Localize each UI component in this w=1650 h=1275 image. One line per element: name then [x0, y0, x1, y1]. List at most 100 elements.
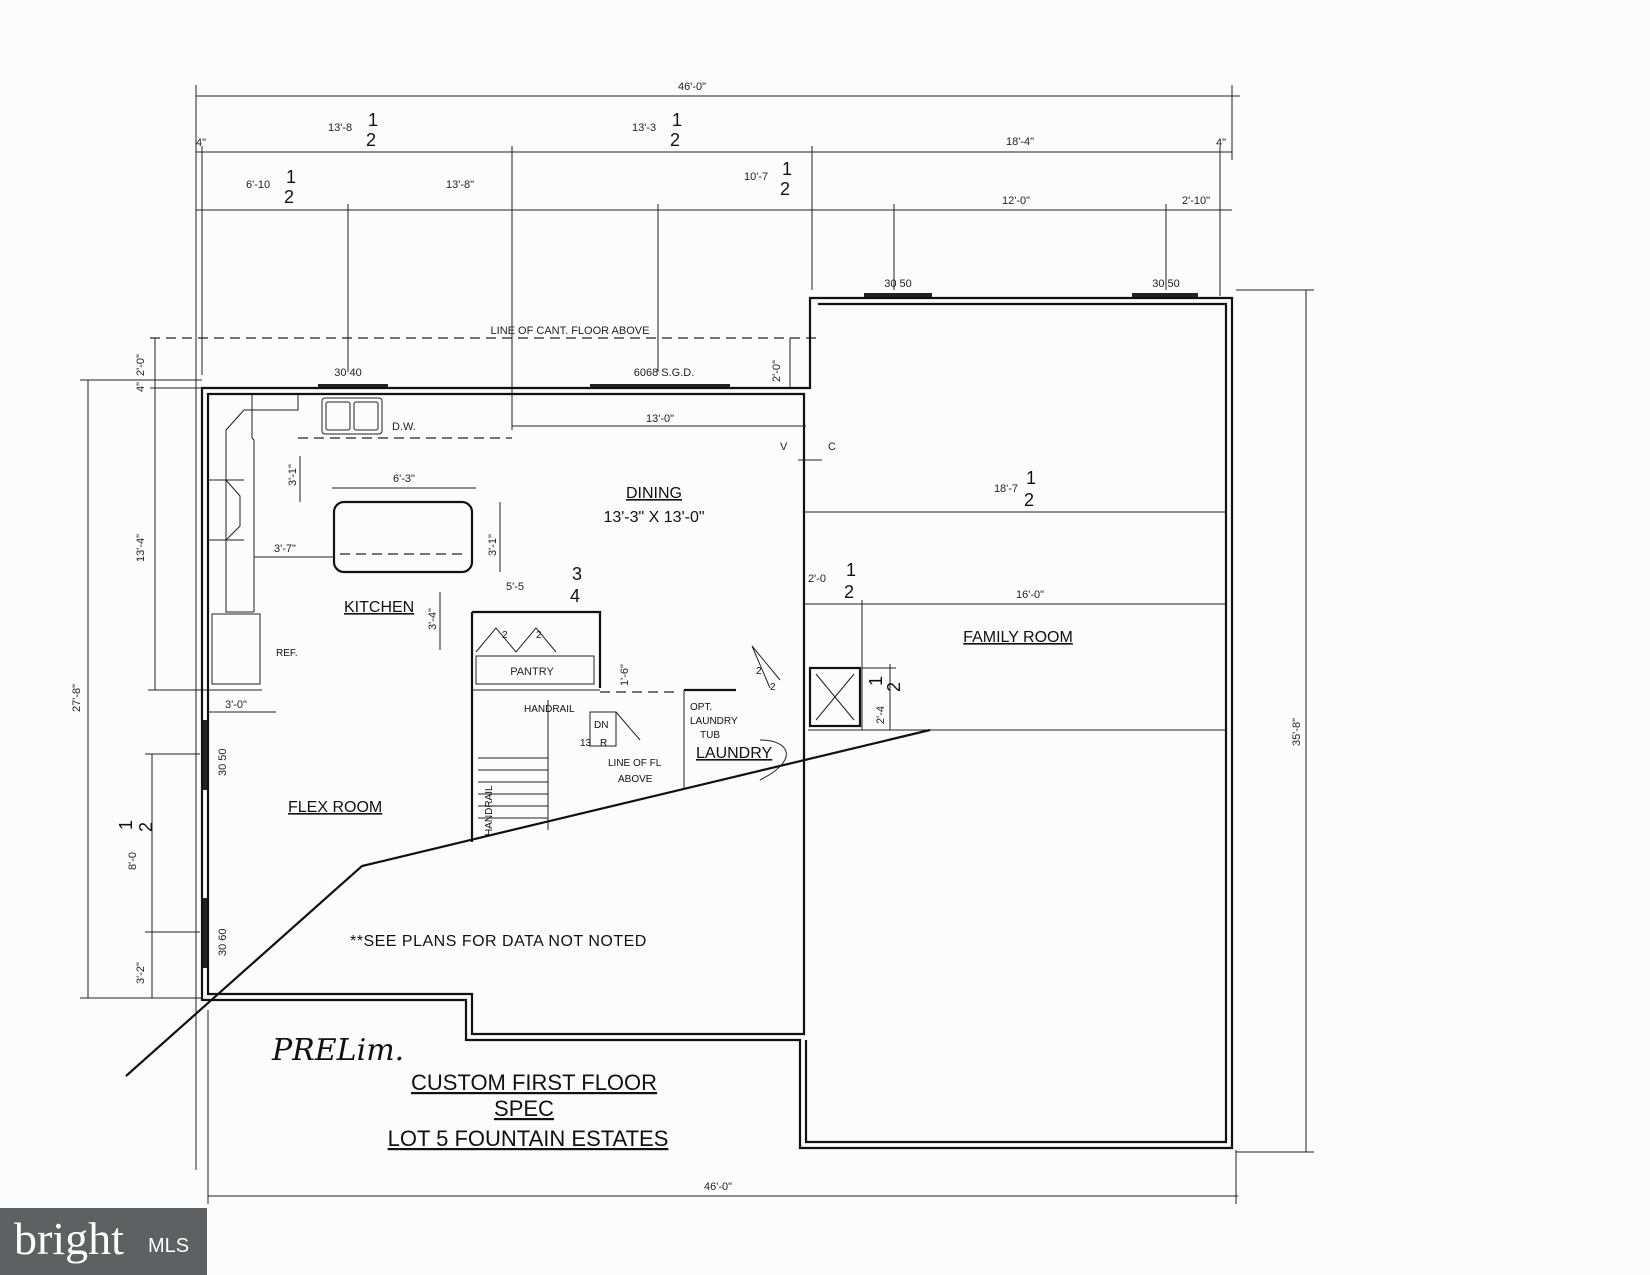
room-kitchen: KITCHEN — [344, 599, 414, 616]
frac-den: 2 — [670, 130, 680, 150]
door-size: 2 — [502, 630, 508, 641]
kitchen-cabinets — [208, 394, 806, 685]
laundry-tub-label: LAUNDRY — [690, 716, 738, 727]
window-label: 30 60 — [217, 928, 229, 956]
dim-2-0-side: 2'-0" — [135, 354, 147, 376]
frac-num: 1 — [286, 167, 296, 187]
dimension-lines-left — [80, 338, 262, 999]
dim-2-0-half: 2'-0 — [808, 573, 826, 585]
dim-4in-right: 4" — [1216, 137, 1226, 149]
exterior-walls — [200, 296, 1234, 1150]
window-label: 30 40 — [334, 367, 362, 379]
diagonal-section-line — [125, 728, 931, 1077]
kitchen-island — [254, 456, 501, 650]
dim-16-0: 16'-0" — [1016, 589, 1044, 601]
dim-overall-bottom: 46'-0" — [704, 1181, 732, 1193]
frac-den: 2 — [844, 582, 854, 602]
dim-12-0: 12'-0" — [1002, 195, 1030, 207]
dim-18-4: 18'-4" — [1006, 136, 1034, 148]
frac-num: 1 — [368, 110, 378, 130]
dim-6-3: 6'-3" — [393, 473, 415, 485]
dim-3-4: 3'-4" — [427, 608, 439, 630]
logo-suffix-text: MLS — [148, 1235, 190, 1257]
window-label: 30 50 — [1152, 278, 1180, 290]
frac-num: 3 — [572, 564, 582, 584]
room-family: FAMILY ROOM — [963, 629, 1073, 646]
frac-den: 2 — [780, 179, 790, 199]
ref-label: REF. — [276, 648, 298, 659]
title-line-1: CUSTOM FIRST FLOOR — [411, 1070, 657, 1095]
dim-4in-side: 4" — [135, 382, 147, 392]
dim-6-10-half: 6'-10 — [246, 179, 270, 191]
room-laundry: LAUNDRY — [696, 745, 773, 762]
dim-5-5-three-quarter: 5'-5 — [506, 581, 524, 593]
riser-label: R — [600, 738, 607, 749]
tub-label: TUB — [700, 730, 720, 741]
above-label: ABOVE — [618, 774, 653, 785]
dim-3-7: 3'-7" — [274, 543, 296, 555]
frac-num: 1 — [782, 159, 792, 179]
room-pantry: PANTRY — [510, 666, 554, 678]
dim-27-8: 27'-8" — [71, 684, 83, 712]
handrail-label: HANDRAIL — [484, 785, 495, 836]
dim-35-8: 35'-8" — [1291, 718, 1303, 746]
frac-num: 1 — [672, 110, 682, 130]
dimension-lines-top — [195, 85, 1240, 1170]
prelim-handwritten: PRELim. — [271, 1033, 404, 1068]
dim-18-7-half: 18'-7 — [994, 483, 1018, 495]
room-dining: DINING — [626, 485, 682, 502]
dim-13-8: 13'-8" — [446, 179, 474, 191]
frac-den: 2 — [366, 130, 376, 150]
frac-den: 2 — [284, 187, 294, 207]
door-size: 2 — [756, 666, 762, 677]
door-size: 2 — [770, 682, 776, 693]
dim-4in-left: 4" — [196, 137, 206, 149]
dim-3-0: 3'-0" — [225, 699, 247, 711]
laundry-area — [684, 645, 787, 781]
door-size: 2 — [536, 630, 542, 641]
dim-2-10: 2'-10" — [1182, 195, 1210, 207]
cantilever-label: LINE OF CANT. FLOOR ABOVE — [491, 325, 650, 337]
pantry-stairs — [470, 610, 685, 842]
dim-3-1-b: 3'-1" — [487, 534, 499, 556]
bright-mls-logo: bright MLS — [0, 1208, 207, 1275]
label-v: V — [780, 441, 788, 453]
dim-13-8-half: 13'-8 — [328, 122, 352, 134]
frac-num: 1 — [866, 676, 886, 686]
frac-num: 1 — [846, 560, 856, 580]
window-label: 30 50 — [884, 278, 912, 290]
frac-den: 2 — [1024, 490, 1034, 510]
dining-size: 13'-3" X 13'-0" — [603, 509, 704, 526]
title-line-3: LOT 5 FOUNTAIN ESTATES — [388, 1126, 669, 1151]
dim-13-4: 13'-4" — [135, 534, 147, 562]
title-line-2: SPEC — [494, 1096, 554, 1121]
dim-8-0-half: 8'-0 — [127, 852, 139, 870]
frac-den: 2 — [136, 822, 156, 832]
label-c: C — [828, 441, 836, 453]
see-plans-note: **SEE PLANS FOR DATA NOT NOTED — [350, 933, 647, 950]
opt-label: OPT. — [690, 702, 712, 713]
dim-13-0: 13'-0" — [646, 413, 674, 425]
dim-2-4-half: 2'-4 — [875, 706, 887, 724]
window-label: 30 50 — [217, 748, 229, 776]
family-room-area — [804, 511, 1226, 731]
dim-1-6: 1'-6" — [619, 664, 631, 686]
handrail-label: HANDRAIL — [524, 704, 575, 715]
dishwasher-label: D.W. — [392, 421, 416, 433]
dim-13-3-half: 13'-3 — [632, 122, 656, 134]
dim-10-7-half: 10'-7 — [744, 171, 768, 183]
frac-den: 2 — [884, 682, 904, 692]
frac-num: 1 — [1026, 468, 1036, 488]
logo-brand-text: bright — [14, 1213, 124, 1264]
frac-num: 1 — [116, 820, 136, 830]
dim-overall-top: 46'-0" — [678, 81, 706, 93]
riser-count: 13 — [580, 738, 592, 749]
dim-3-2: 3'-2" — [135, 962, 147, 984]
sliding-glass-door-label: 6068 S.G.D. — [634, 367, 695, 379]
frac-den: 4 — [570, 586, 580, 606]
stair-dn-label: DN — [594, 720, 608, 731]
room-flex: FLEX ROOM — [288, 799, 382, 816]
line-of-floor-label: LINE OF FL — [608, 758, 662, 769]
